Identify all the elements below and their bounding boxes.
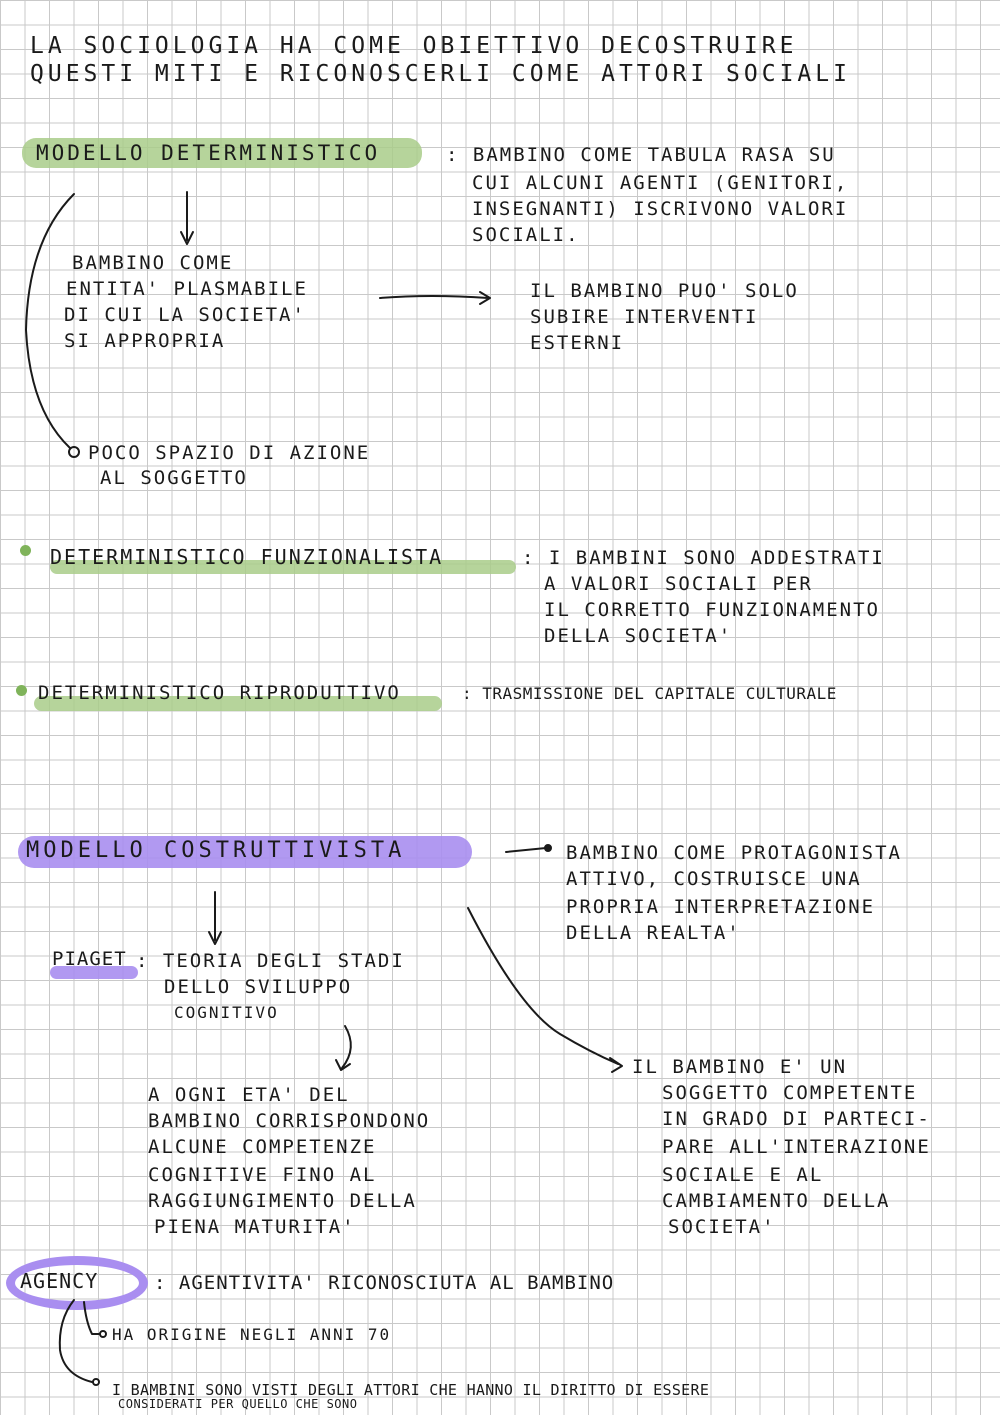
constructivist-def-3: PROPRIA INTERPRETAZIONE [566,896,876,918]
functionalist-def-4: DELLA SOCIETA' [544,625,733,647]
bullet-functionalist [20,545,31,556]
competent-6: CAMBIAMENTO DELLA [662,1190,891,1212]
competent-4: PARE ALL'INTERAZIONE [662,1136,931,1158]
piaget-theory-3: COGNITIVO [174,1003,279,1022]
intro-line-1: LA SOCIOLOGIA HA COME OBIETTIVO DECOSTRU… [30,33,798,59]
competent-3: IN GRADO DI PARTECI- [662,1108,931,1130]
agency-rights-1: I BAMBINI SONO VISTI DEGLI ATTORI CHE HA… [112,1381,710,1399]
child-entity-4: SI APPROPRIA [64,330,226,352]
stages-6: PIENA MATURITA' [154,1216,356,1238]
arrow-right-constructivist [505,847,547,853]
stages-3: ALCUNE COMPETENZE [148,1136,377,1158]
piaget-label: PIAGET [52,948,127,970]
child-entity-2: ENTITA' PLASMABILE [66,278,308,300]
competent-5: SOCIALE E AL [662,1164,824,1186]
constructivist-def-4: DELLA REALTA' [566,922,741,944]
piaget-theory-1: : TEORIA DEGLI STADI [136,950,405,972]
child-entity-1: BAMBINO COME [72,252,234,274]
agency-definition: : AGENTIVITA' RICONOSCIUTA AL BAMBINO [154,1272,615,1294]
agency-origin: HA ORIGINE NEGLI ANNI 70 [112,1325,392,1344]
competent-2: SOGGETTO COMPETENTE [662,1082,918,1104]
functionalist-def-1: : I BAMBINI SONO ADDESTRATI [522,547,885,569]
agency-bracket [58,1299,93,1383]
functionalist-def-3: IL CORRETTO FUNZIONAMENTO [544,599,880,621]
stages-2: BAMBINO CORRISPONDONO [148,1110,431,1132]
intro-line-2: QUESTI MITI E RICONOSCERLI COME ATTORI S… [30,61,851,87]
competent-7: SOCIETA' [668,1216,776,1238]
agency-rights-2: CONSIDERATI PER QUELLO CHE SONO [118,1397,358,1411]
reproductive-def: : TRASMISSIONE DEL CAPITALE CULTURALE [462,684,837,703]
highlight-reproductive [34,696,442,711]
agency-label: AGENCY [20,1269,99,1293]
piaget-theory-2: DELLO SVILUPPO [164,976,353,998]
deterministic-def-3: INSEGNANTI) ISCRIVONO VALORI [472,198,849,220]
deterministic-heading: MODELLO DETERMINISTICO [36,141,381,165]
stages-5: RAGGIUNGIMENTO DELLA [148,1190,417,1212]
highlight-constructivist [18,836,472,868]
consequence-3: ESTERNI [530,332,625,354]
reproductive-heading: DETERMINISTICO RIPRODUTTIVO [38,682,401,704]
arrow-right-entity [379,291,491,305]
arrow-down-deterministic [180,191,194,245]
bullet-reproductive [16,685,27,696]
deterministic-def-4: SOCIALI. [472,224,580,246]
stages-4: COGNITIVE FINO AL [148,1164,377,1186]
arrow-down-piaget [208,891,222,945]
child-entity-3: DI CUI LA SOCIETA' [64,304,306,326]
consequence-2: SUBIRE INTERVENTI [530,306,759,328]
highlight-piaget [50,966,138,979]
deterministic-def-2: CUI ALCUNI AGENTI (GENITORI, [472,172,849,194]
deterministic-def-1: : BAMBINO COME TABULA RASA SU [446,144,836,166]
little-space-2: AL SOGGETTO [100,467,248,489]
highlight-deterministic [22,138,422,168]
functionalist-heading: DETERMINISTICO FUNZIONALISTA [50,545,444,569]
constructivist-def-2: ATTIVO, COSTRUISCE UNA [566,868,862,890]
little-space-1: POCO SPAZIO DI AZIONE [88,442,371,464]
stages-1: A OGNI ETA' DEL [148,1084,350,1106]
highlight-functionalist [50,560,516,574]
consequence-1: IL BAMBINO PUO' SOLO [530,280,799,302]
functionalist-def-2: A VALORI SOCIALI PER [544,573,813,595]
constructivist-heading: MODELLO COSTRUTTIVISTA [26,838,406,863]
constructivist-def-1: BAMBINO COME PROTAGONISTA [566,842,902,864]
competent-1: IL BAMBINO E' UN [632,1056,848,1078]
arrow-down-stages [335,1025,352,1071]
